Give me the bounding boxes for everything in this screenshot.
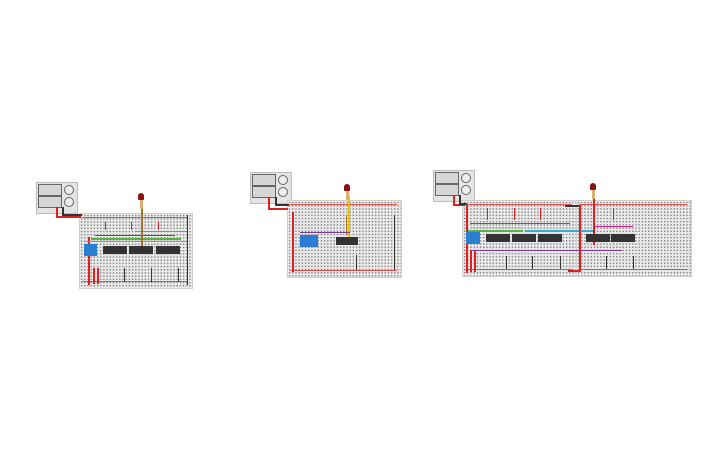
- wire[interactable]: [474, 250, 476, 272]
- resistor[interactable]: [139, 200, 143, 209]
- ic-chip[interactable]: [103, 246, 127, 254]
- wire[interactable]: [268, 197, 270, 209]
- wire[interactable]: [532, 256, 533, 269]
- rail-line: [82, 281, 188, 282]
- wire[interactable]: [568, 270, 580, 272]
- wire[interactable]: [487, 208, 488, 220]
- power-supply-display: [435, 184, 459, 196]
- ic-chip[interactable]: [512, 234, 536, 242]
- wire[interactable]: [453, 204, 465, 206]
- wire[interactable]: [525, 230, 595, 232]
- wire[interactable]: [178, 268, 179, 282]
- wire[interactable]: [470, 223, 570, 224]
- wire[interactable]: [468, 230, 523, 232]
- dip-switch[interactable]: [300, 235, 318, 247]
- wire[interactable]: [62, 214, 82, 216]
- wire[interactable]: [565, 205, 581, 207]
- knob-icon[interactable]: [461, 173, 471, 183]
- wire[interactable]: [93, 268, 95, 284]
- wire[interactable]: [394, 215, 395, 270]
- wire[interactable]: [56, 216, 81, 218]
- wire[interactable]: [56, 207, 58, 217]
- wire[interactable]: [105, 222, 106, 230]
- wire[interactable]: [506, 256, 507, 269]
- dip-switch[interactable]: [84, 244, 97, 256]
- power-supply-display: [38, 184, 62, 196]
- wire[interactable]: [292, 212, 294, 272]
- wire[interactable]: [472, 250, 622, 251]
- resistor[interactable]: [345, 191, 349, 200]
- wire[interactable]: [86, 241, 186, 242]
- dip-switch[interactable]: [466, 232, 480, 244]
- wire[interactable]: [633, 256, 634, 269]
- wire[interactable]: [606, 256, 607, 269]
- wire[interactable]: [593, 226, 633, 227]
- wire[interactable]: [514, 208, 515, 220]
- wire[interactable]: [141, 208, 143, 246]
- ic-chip[interactable]: [611, 234, 635, 242]
- wire[interactable]: [356, 255, 357, 270]
- rail-line: [82, 217, 188, 218]
- power-supply-display: [252, 174, 276, 186]
- wire[interactable]: [136, 231, 186, 232]
- wire[interactable]: [187, 215, 188, 285]
- wire[interactable]: [131, 222, 132, 230]
- wire[interactable]: [472, 227, 522, 228]
- wire[interactable]: [560, 256, 561, 269]
- rail-line: [465, 204, 572, 205]
- wire[interactable]: [540, 208, 541, 220]
- wire[interactable]: [124, 268, 125, 282]
- rail-line: [579, 204, 687, 205]
- wire[interactable]: [613, 208, 614, 220]
- knob-icon[interactable]: [64, 197, 74, 207]
- wire[interactable]: [95, 235, 175, 236]
- led[interactable]: [590, 183, 596, 190]
- rail-line: [579, 269, 687, 270]
- rail-line: [465, 269, 572, 270]
- wire[interactable]: [453, 195, 455, 205]
- wire[interactable]: [268, 208, 288, 210]
- wire[interactable]: [88, 237, 90, 285]
- wire[interactable]: [158, 222, 159, 230]
- power-supply-display: [435, 172, 459, 184]
- rail-line: [290, 270, 397, 271]
- wire[interactable]: [346, 215, 347, 235]
- ic-chip[interactable]: [156, 246, 180, 254]
- knob-icon[interactable]: [278, 175, 288, 185]
- wire[interactable]: [459, 203, 467, 205]
- wire[interactable]: [151, 268, 152, 282]
- wire[interactable]: [62, 207, 64, 215]
- knob-icon[interactable]: [64, 185, 74, 195]
- wire[interactable]: [300, 232, 350, 233]
- wire[interactable]: [593, 195, 595, 245]
- led[interactable]: [344, 184, 350, 191]
- wire[interactable]: [348, 195, 350, 237]
- ic-chip[interactable]: [129, 246, 153, 254]
- ic-chip[interactable]: [538, 234, 562, 242]
- knob-icon[interactable]: [461, 185, 471, 195]
- ic-chip[interactable]: [336, 237, 358, 245]
- wire[interactable]: [275, 204, 289, 206]
- wire[interactable]: [275, 197, 277, 205]
- ic-chip[interactable]: [586, 234, 610, 242]
- wire[interactable]: [97, 268, 99, 284]
- wire[interactable]: [579, 205, 581, 272]
- power-supply-display: [38, 196, 62, 208]
- rail-line: [290, 204, 397, 205]
- wire[interactable]: [91, 238, 181, 240]
- resistor[interactable]: [591, 190, 595, 199]
- ic-chip[interactable]: [486, 234, 510, 242]
- wire[interactable]: [470, 250, 472, 272]
- wire[interactable]: [459, 195, 461, 203]
- knob-icon[interactable]: [278, 187, 288, 197]
- power-supply-display: [252, 186, 276, 198]
- led[interactable]: [138, 193, 144, 200]
